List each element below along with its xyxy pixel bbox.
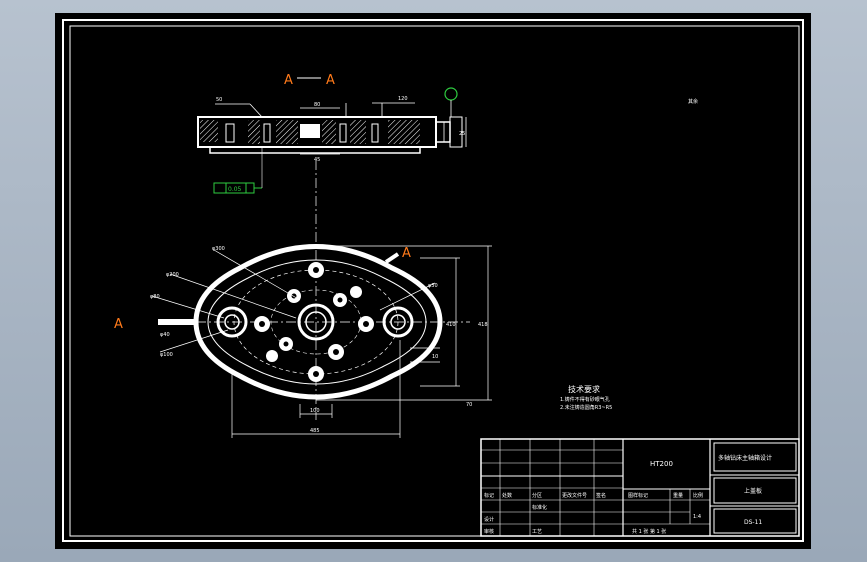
section-bore-3 xyxy=(339,123,347,143)
tb-weight-label: 重量 xyxy=(673,492,683,499)
hatch-4 xyxy=(322,120,336,144)
tech-title: 技术要求 xyxy=(568,384,600,394)
section-right-end xyxy=(449,116,463,148)
tb-sheet-info: 共 1 张 第 1 张 xyxy=(632,528,666,535)
section-bore-2 xyxy=(263,123,271,143)
cut-marker-left: A xyxy=(114,317,123,332)
tb-design: 设计 xyxy=(484,516,494,523)
end-boss-left xyxy=(216,306,248,338)
tb-row-label-5: 签名 xyxy=(596,492,606,499)
inner-frame xyxy=(69,25,800,537)
cut-marker-right: A xyxy=(402,246,411,261)
plate-inner-outline xyxy=(207,259,427,385)
tb-row-label-2: 处数 xyxy=(502,492,512,499)
dim-top-50: 50 xyxy=(216,97,222,103)
tb-material: HT200 xyxy=(650,460,673,468)
section-label-right: A xyxy=(326,73,335,88)
tb-row-label-4: 更改文件号 xyxy=(562,492,587,499)
hatch-3 xyxy=(276,120,298,144)
central-boss xyxy=(297,303,335,341)
dim-dia-30: φ30 xyxy=(428,283,438,289)
dim-100: 100 xyxy=(310,408,320,414)
end-boss-right xyxy=(382,306,414,338)
title-block xyxy=(480,438,800,537)
dim-418: 418 xyxy=(478,322,488,328)
plate-outline xyxy=(193,244,443,400)
tb-process: 工艺 xyxy=(532,529,542,535)
dim-top-120: 120 xyxy=(398,96,408,102)
tb-row-label-3: 分区 xyxy=(532,492,542,499)
tech-line-2: 2.未注铸造圆角R3~R5 xyxy=(560,404,612,411)
tb-scale-label: 图样标记 xyxy=(628,492,648,499)
section-label-left: A xyxy=(284,73,293,88)
dim-dia-40: φ40 xyxy=(160,332,170,338)
plan-view: φ300 φ200 φ80 φ40 φ100 φ30 A A 485 100 4… xyxy=(114,244,492,438)
tb-ratio-label: 比例 xyxy=(693,492,703,499)
outer-frame xyxy=(62,19,804,542)
dim-top-80: 80 xyxy=(314,102,320,108)
tb-drawing-no: DS-11 xyxy=(744,519,762,526)
dim-dia-100: φ100 xyxy=(160,352,173,358)
section-lower-lip xyxy=(209,146,421,154)
handle-slot xyxy=(384,252,400,264)
hatch-2 xyxy=(248,120,260,144)
model-space xyxy=(55,13,811,549)
dim-dia-80: φ80 xyxy=(150,294,160,300)
tb-project: 多轴钻床主轴箱设计 xyxy=(718,454,772,462)
hatch-5 xyxy=(350,120,366,144)
tb-standard: 标准化 xyxy=(532,504,547,511)
tech-line-1: 1.铸件不得有砂眼气孔 xyxy=(560,396,610,403)
roughness-note: 其余 xyxy=(688,98,698,105)
tb-ratio-value: 1:4 xyxy=(693,514,701,520)
section-bore-1 xyxy=(225,123,235,143)
section-solid-core xyxy=(300,124,320,138)
dim-410: 410 xyxy=(446,322,456,328)
tolerance-value: 0.05 xyxy=(228,186,242,193)
dim-right-25: 25 xyxy=(459,131,465,137)
left-shaft xyxy=(158,319,196,325)
tb-row-label-1: 标记 xyxy=(484,492,494,499)
title-block-text: 标记 处数 分区 更改文件号 签名 设计 标准化 审核 工艺 HT200 图样标… xyxy=(484,454,772,535)
dim-dia-300: φ300 xyxy=(212,246,225,252)
tb-audit: 审核 xyxy=(484,528,494,535)
tech-requirements: 技术要求 1.铸件不得有砂眼气孔 2.未注铸造圆角R3~R5 xyxy=(560,384,612,411)
dim-70: 70 xyxy=(466,402,472,408)
section-view: A A 50 80 120 45 xyxy=(197,73,698,194)
tb-part-name: 上盖板 xyxy=(744,487,762,495)
hatch-1 xyxy=(200,120,218,142)
dim-10: 10 xyxy=(432,354,438,360)
dim-485: 485 xyxy=(310,428,320,434)
section-bore-4 xyxy=(371,123,379,143)
dim-bottom-45: 45 xyxy=(314,157,320,163)
dim-dia-200: φ200 xyxy=(166,272,179,278)
hatch-6 xyxy=(388,120,420,144)
